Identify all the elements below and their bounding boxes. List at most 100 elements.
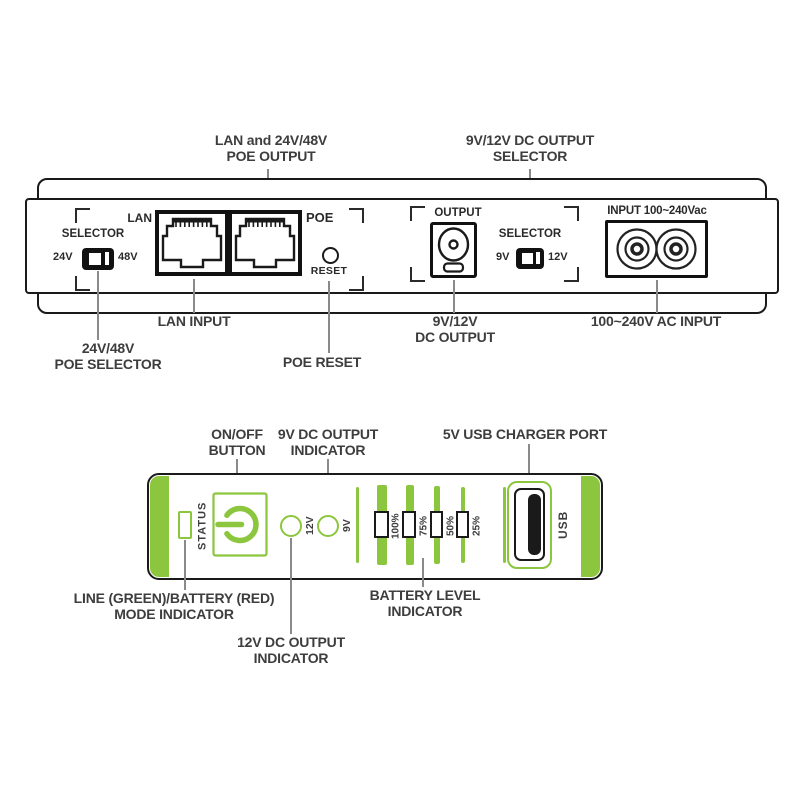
poe-48v-label: 48V	[118, 251, 138, 263]
rj45-jack-icon	[161, 217, 223, 269]
battery-separator-line	[356, 487, 359, 563]
callout-line: 24V/48V	[81, 340, 135, 356]
callout-on-off: ON/OFF BUTTON	[187, 426, 287, 458]
status-label: STATUS	[196, 501, 209, 551]
ac-inlet	[605, 220, 708, 278]
callout-line: 5V USB CHARGER PORT	[442, 426, 608, 442]
callout-line: ON/OFF	[211, 426, 263, 442]
callout-line: INDICATOR	[253, 649, 329, 666]
leader-line-mode-indicator	[184, 540, 186, 590]
dc-voltage-switch	[516, 248, 544, 269]
bracket-icon	[349, 208, 364, 223]
callout-line: INDICATOR	[387, 602, 463, 619]
callout-line: BUTTON	[208, 441, 266, 458]
power-icon	[212, 492, 268, 557]
callout-12v-indicator: 12V DC OUTPUT INDICATOR	[221, 634, 361, 666]
callout-poe-reset: POE RESET	[272, 354, 372, 371]
lan-port	[155, 210, 229, 276]
callout-dc-output: 9V/12V DC OUTPUT	[405, 313, 505, 345]
callout-line: INDICATOR	[290, 441, 366, 458]
usb-tongue	[528, 494, 541, 555]
switch-slot	[536, 252, 540, 264]
callout-line: DC OUTPUT	[415, 328, 495, 345]
dc-12v-label: 12V	[548, 251, 568, 263]
usb-port	[507, 481, 552, 569]
leader-line-lan-input	[193, 279, 195, 313]
callout-line: 9V/12V	[432, 313, 478, 329]
poe-reset-button	[322, 247, 339, 264]
callout-battery-indicator: BATTERY LEVEL INDICATOR	[355, 587, 495, 619]
callout-line: LAN INPUT	[157, 313, 231, 329]
rj45-jack-icon	[234, 217, 296, 269]
ac-input-label: INPUT 100~240Vac	[607, 205, 707, 217]
callout-line: BATTERY LEVEL	[369, 587, 481, 603]
callout-lan-input: LAN INPUT	[144, 313, 244, 330]
callout-9v-indicator: 9V DC OUTPUT INDICATOR	[262, 426, 394, 458]
callout-ac-input: 100~240V AC INPUT	[576, 313, 736, 330]
dc-output-label: OUTPUT	[434, 207, 482, 219]
callout-line: POE SELECTOR	[54, 355, 162, 372]
bracket-icon	[75, 208, 90, 223]
callout-line: LAN and 24V/48V	[214, 132, 328, 148]
status-led	[178, 511, 192, 539]
right-end-cap	[581, 476, 600, 577]
callout-line: 12V DC OUTPUT	[237, 634, 345, 650]
power-button	[212, 492, 268, 557]
leader-line-poe-selector	[97, 271, 99, 340]
battery-led-window	[402, 511, 416, 538]
indicator-9v-label: 9V	[341, 519, 353, 533]
switch-slot	[105, 252, 109, 265]
poe-label: POE	[306, 210, 334, 225]
poe-selector-label: SELECTOR	[61, 228, 125, 240]
callout-line: POE OUTPUT	[226, 147, 316, 164]
bracket-icon	[410, 267, 425, 282]
leader-line-12v-indicator	[290, 538, 292, 634]
poe-port	[228, 210, 302, 276]
poe-voltage-switch	[82, 248, 114, 270]
bracket-icon	[564, 206, 579, 221]
dc-selector-label: SELECTOR	[498, 228, 562, 240]
callout-line: POE RESET	[282, 354, 362, 370]
bracket-icon	[564, 267, 579, 282]
leader-line-battery-indicator	[422, 558, 424, 587]
callout-line: 100~240V AC INPUT	[590, 313, 722, 329]
dc-output-jack	[430, 222, 477, 278]
callout-line: 9V DC OUTPUT	[277, 426, 379, 442]
left-end-cap	[150, 476, 169, 577]
callout-line: 9V/12V DC OUTPUT	[465, 132, 595, 148]
dc-9v-label: 9V	[496, 251, 510, 263]
bracket-icon	[75, 276, 90, 291]
battery-level-label: 75%	[418, 516, 430, 537]
indicator-12v-label: 12V	[304, 516, 316, 536]
callout-poe-output: LAN and 24V/48V POE OUTPUT	[196, 132, 346, 164]
battery-separator-line	[503, 487, 506, 563]
indicator-12v-led	[280, 515, 302, 537]
callout-mode-indicator: LINE (GREEN)/BATTERY (RED) MODE INDICATO…	[54, 590, 294, 622]
callout-line: LINE (GREEN)/BATTERY (RED)	[73, 590, 275, 606]
reset-label: RESET	[310, 265, 348, 277]
switch-knob	[521, 251, 534, 265]
leader-line-usb	[528, 444, 530, 488]
leader-line-poe-reset	[328, 281, 330, 353]
callout-usb-port: 5V USB CHARGER PORT	[433, 426, 617, 443]
callout-line: MODE INDICATOR	[114, 605, 234, 622]
switch-knob	[88, 251, 102, 266]
dc-jack-icon	[437, 227, 470, 273]
indicator-9v-led	[317, 515, 339, 537]
lan-port-label: LAN	[127, 211, 152, 225]
leader-line-dc-output	[453, 280, 455, 313]
battery-led-window	[430, 511, 443, 538]
bracket-icon	[410, 206, 425, 221]
battery-led-window	[374, 511, 389, 538]
battery-level-label: 100%	[390, 513, 402, 539]
poe-24v-label: 24V	[53, 251, 73, 263]
battery-led-window	[456, 511, 469, 538]
leader-line-ac-input	[656, 280, 658, 313]
callout-line: SELECTOR	[492, 147, 568, 164]
bracket-icon	[349, 276, 364, 291]
battery-level-label: 25%	[471, 516, 483, 537]
callout-poe-selector: 24V/48V POE SELECTOR	[48, 340, 168, 372]
callout-dc-output-selector: 9V/12V DC OUTPUT SELECTOR	[455, 132, 605, 164]
usb-label: USB	[556, 510, 570, 540]
c8-inlet-icon	[616, 228, 697, 270]
